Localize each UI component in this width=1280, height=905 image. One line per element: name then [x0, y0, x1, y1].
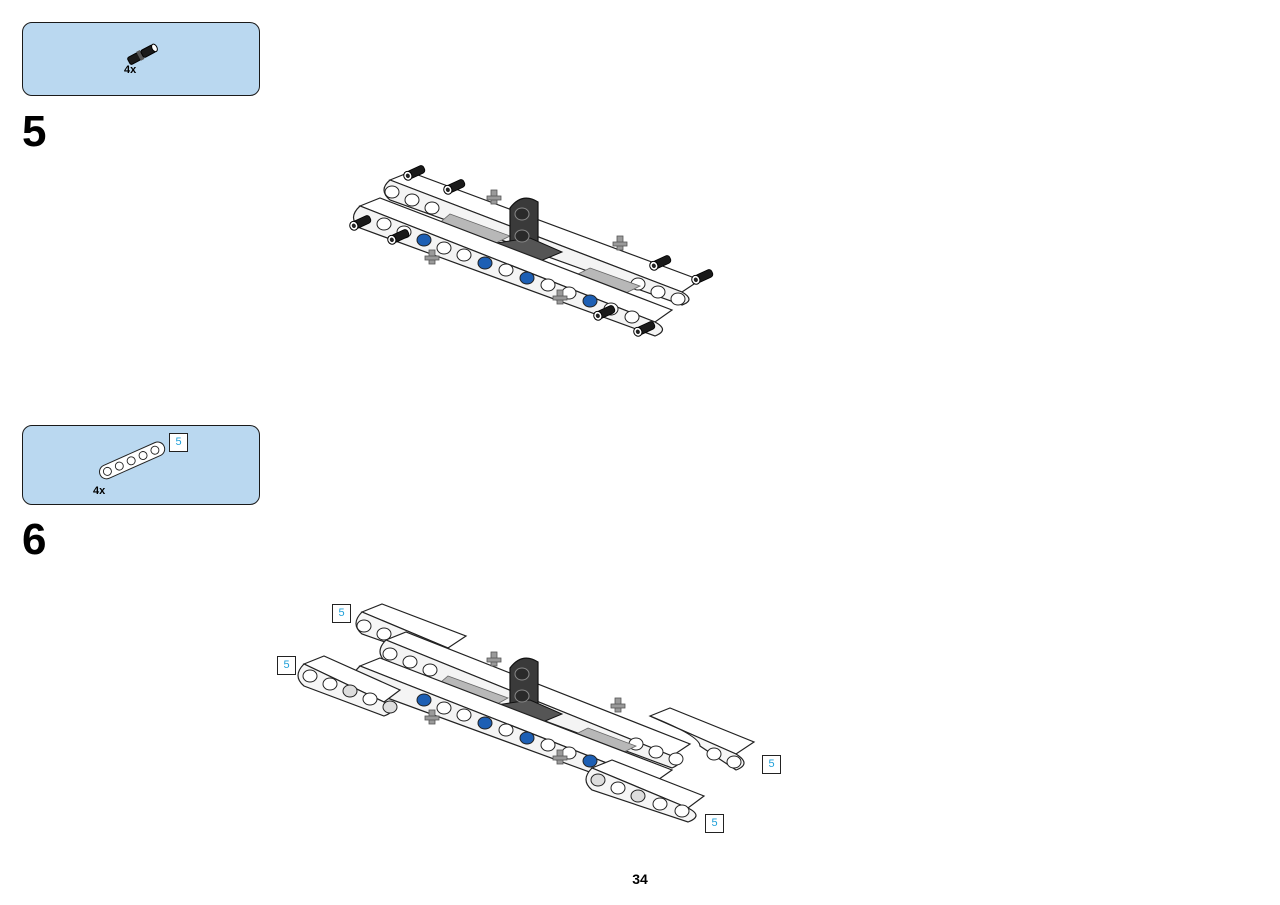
- liftarm-5-icon: [99, 441, 166, 480]
- step5-part-quantity: 4x: [124, 64, 137, 76]
- step6-callout-front-right: 5: [705, 814, 724, 833]
- step6-dark-beam: [488, 657, 564, 725]
- step6-callout-front-left: 5: [277, 656, 296, 675]
- step6-number: 6: [22, 515, 47, 564]
- step5-parts-box: 4x: [22, 22, 260, 96]
- step6-new-beam-front-right: [585, 759, 706, 823]
- step6-parts-box: 5 4x: [22, 425, 260, 505]
- step5-number: 5: [22, 107, 47, 156]
- page-number: 34: [632, 871, 648, 887]
- step6-back-beam: [379, 631, 692, 769]
- step6-callout-back-right: 5: [762, 755, 781, 774]
- step5-front-beam: [352, 197, 674, 337]
- step5-dark-beam: [488, 197, 564, 263]
- step6-callout-back-left: 5: [332, 604, 351, 623]
- step6-part-length-callout: 5: [169, 433, 188, 452]
- step6-new-beam-back-left: [355, 603, 468, 665]
- step6-front-beam: [352, 657, 674, 797]
- step6-new-beam-back-right: [648, 707, 756, 771]
- step5-back-beam: [383, 171, 702, 306]
- black-pin-icon: [127, 43, 158, 65]
- step6-new-beam-front-left: [297, 655, 402, 717]
- step6-part-quantity: 4x: [93, 485, 106, 497]
